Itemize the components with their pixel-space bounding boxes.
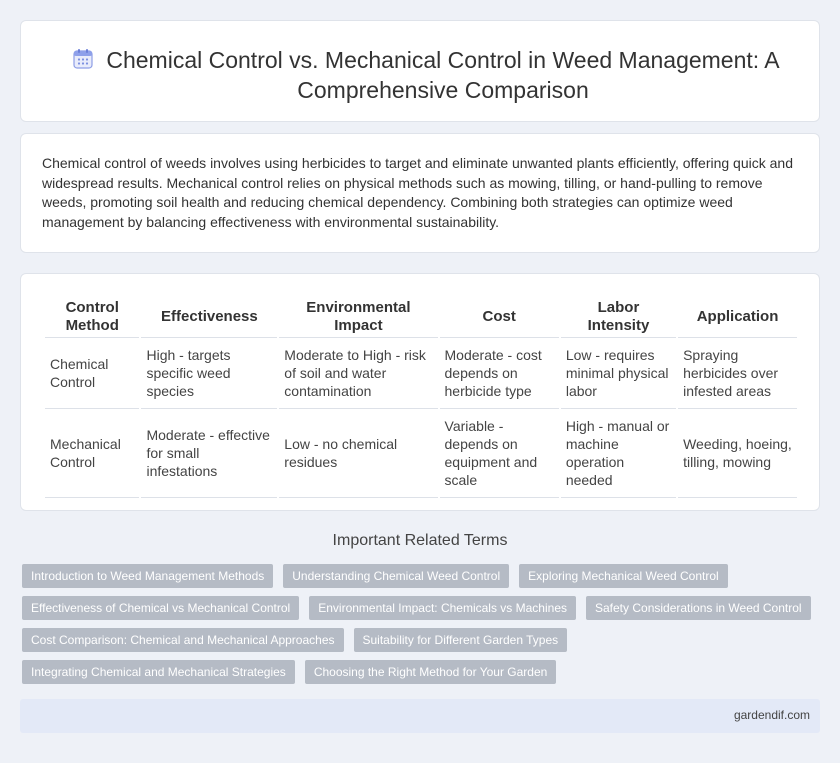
- column-header: Application: [678, 296, 797, 338]
- related-term-tag[interactable]: Environmental Impact: Chemicals vs Machi…: [309, 596, 576, 620]
- column-header: Cost: [439, 296, 559, 338]
- related-term-tag[interactable]: Exploring Mechanical Weed Control: [519, 564, 728, 588]
- column-header: Environmental Impact: [279, 296, 438, 338]
- footer: gardendif.com: [20, 699, 820, 733]
- related-term-tag[interactable]: Cost Comparison: Chemical and Mechanical…: [22, 628, 344, 652]
- table-row: Mechanical Control Moderate - effective …: [45, 409, 797, 498]
- table-cell: High - targets specific weed species: [141, 338, 278, 409]
- table-cell: Weeding, hoeing, tilling, mowing: [678, 409, 797, 498]
- header-card: Chemical Control vs. Mechanical Control …: [20, 20, 820, 122]
- table-cell: Mechanical Control: [45, 409, 140, 498]
- table-header-row: Control Method Effectiveness Environment…: [45, 296, 797, 338]
- column-header: Control Method: [45, 296, 140, 338]
- related-terms-list: Introduction to Weed Management Methods …: [22, 564, 812, 692]
- table-cell: Moderate - effective for small infestati…: [141, 409, 278, 498]
- related-terms-row: Integrating Chemical and Mechanical Stra…: [22, 660, 812, 684]
- related-term-tag[interactable]: Integrating Chemical and Mechanical Stra…: [22, 660, 295, 684]
- table-cell: High - manual or machine operation neede…: [560, 409, 677, 498]
- calendar-icon: [73, 49, 93, 69]
- related-term-tag[interactable]: Effectiveness of Chemical vs Mechanical …: [22, 596, 300, 620]
- table-cell: Spraying herbicides over infested areas: [678, 338, 797, 409]
- table-cell: Variable - depends on equipment and scal…: [439, 409, 559, 498]
- related-terms-row: Introduction to Weed Management Methods …: [22, 564, 812, 588]
- intro-paragraph: Chemical control of weeds involves using…: [42, 155, 793, 230]
- page-title: Chemical Control vs. Mechanical Control …: [106, 47, 780, 103]
- related-term-tag[interactable]: Safety Considerations in Weed Control: [586, 596, 811, 620]
- table-cell: Low - no chemical residues: [279, 409, 438, 498]
- related-term-tag[interactable]: Suitability for Different Garden Types: [353, 628, 568, 652]
- related-term-tag[interactable]: Choosing the Right Method for Your Garde…: [304, 660, 557, 684]
- column-header: Effectiveness: [141, 296, 278, 338]
- footer-site-link[interactable]: gardendif.com: [733, 708, 810, 722]
- comparison-table-card: Control Method Effectiveness Environment…: [20, 273, 820, 511]
- related-terms-row: Effectiveness of Chemical vs Mechanical …: [22, 596, 812, 620]
- related-term-tag[interactable]: Introduction to Weed Management Methods: [22, 564, 274, 588]
- related-term-tag[interactable]: Understanding Chemical Weed Control: [283, 564, 510, 588]
- table-cell: Moderate to High - risk of soil and wate…: [279, 338, 438, 409]
- related-terms-row: Cost Comparison: Chemical and Mechanical…: [22, 628, 812, 652]
- table-cell: Moderate - cost depends on herbicide typ…: [439, 338, 559, 409]
- column-header: Labor Intensity: [560, 296, 677, 338]
- related-terms-heading: Important Related Terms: [332, 532, 508, 549]
- intro-card: Chemical control of weeds involves using…: [20, 133, 820, 253]
- table-row: Chemical Control High - targets specific…: [45, 338, 797, 409]
- table-cell: Chemical Control: [45, 338, 140, 409]
- comparison-table: Control Method Effectiveness Environment…: [43, 296, 799, 498]
- table-cell: Low - requires minimal physical labor: [560, 338, 677, 409]
